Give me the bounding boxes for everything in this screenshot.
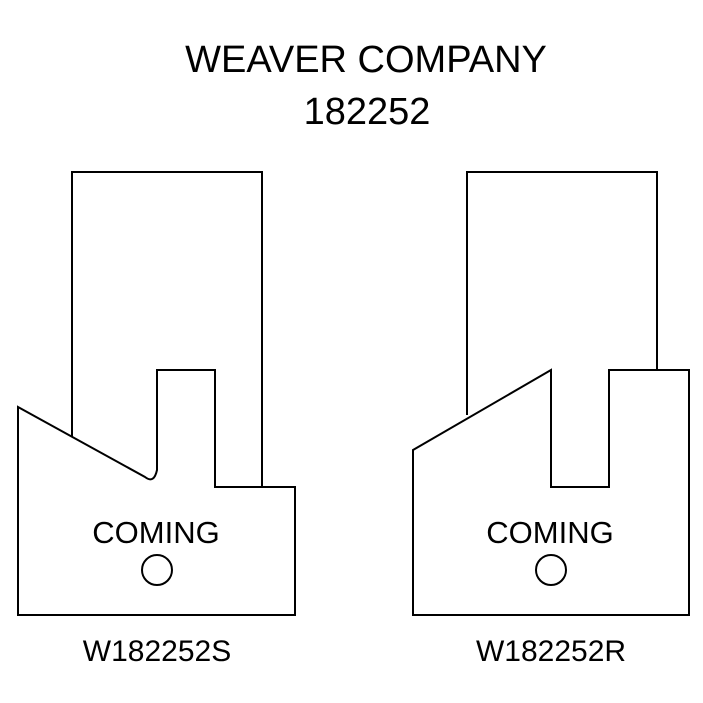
profile-left: COMING W182252S — [17, 171, 296, 668]
profile-right-cutter — [412, 368, 690, 616]
drawing-number: 182252 — [304, 91, 431, 133]
profile-left-cutter — [17, 369, 296, 616]
profile-right-shank — [466, 171, 658, 415]
profile-left-hole-icon — [141, 554, 173, 586]
company-title: WEAVER COMPANY — [185, 39, 547, 81]
profile-right-part-number: W182252R — [476, 635, 626, 668]
profile-left-status: COMING — [92, 515, 219, 550]
profile-left-part-number: W182252S — [83, 635, 231, 668]
profile-right-status: COMING — [486, 515, 613, 550]
profile-right: COMING W182252R — [412, 171, 690, 668]
profile-right-hole-icon — [535, 554, 567, 586]
